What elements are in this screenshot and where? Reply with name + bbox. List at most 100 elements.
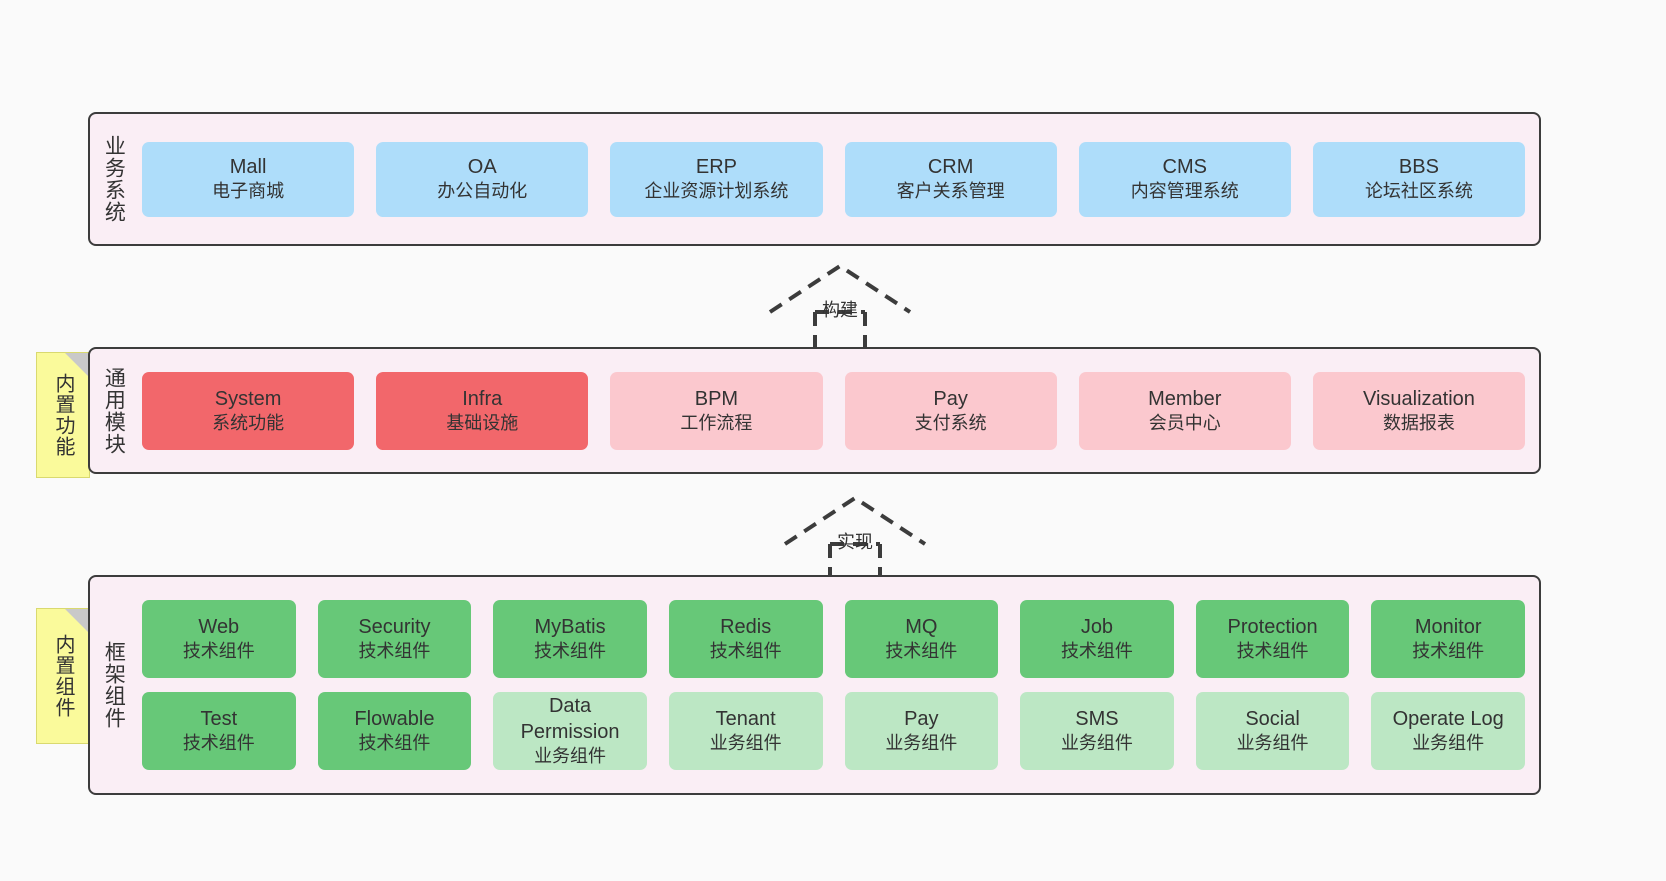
- card-mybatis[interactable]: MyBatis 技术组件: [493, 600, 647, 678]
- card-cms-subtitle: 内容管理系统: [1130, 181, 1239, 202]
- card-job-subtitle: 技术组件: [1060, 641, 1133, 662]
- card-web-title: Web: [198, 616, 240, 639]
- card-crm-subtitle: 客户关系管理: [896, 181, 1005, 202]
- framework-component-row-2: Test 技术组件 Flowable 技术组件 Data Permission …: [142, 692, 1525, 770]
- card-protection[interactable]: Protection 技术组件: [1195, 600, 1350, 678]
- card-bbs-subtitle: 论坛社区系统: [1364, 181, 1473, 202]
- card-member[interactable]: Member 会员中心: [1078, 371, 1291, 450]
- arrow-build-label: 构建: [822, 300, 858, 320]
- arrow-build: 构建: [760, 258, 920, 350]
- card-oa-subtitle: 办公自动化: [437, 181, 528, 202]
- card-erp-title: ERP: [695, 156, 737, 179]
- card-erp-subtitle: 企业资源计划系统: [644, 181, 789, 202]
- card-member-subtitle: 会员中心: [1148, 412, 1221, 433]
- card-system-title: System: [214, 387, 282, 410]
- card-test[interactable]: Test 技术组件: [142, 692, 296, 770]
- card-mq-subtitle: 技术组件: [885, 641, 958, 662]
- card-protection-title: Protection: [1227, 616, 1318, 639]
- card-tenant[interactable]: Tenant 业务组件: [668, 692, 823, 770]
- card-monitor[interactable]: Monitor 技术组件: [1371, 600, 1525, 678]
- card-data-permission[interactable]: Data Permission 业务组件: [493, 692, 647, 770]
- card-operate-log-title: Operate Log: [1392, 708, 1504, 731]
- card-bpm-subtitle: 工作流程: [680, 412, 753, 433]
- card-pay-component-subtitle: 业务组件: [885, 733, 958, 754]
- card-tenant-title: Tenant: [715, 708, 776, 731]
- card-operate-log-subtitle: 业务组件: [1412, 733, 1485, 754]
- card-system[interactable]: System 系统功能: [142, 371, 355, 450]
- layer-common-module: 通用模块 System 系统功能 Infra 基础设施 BPM 工作流程 Pay…: [88, 347, 1541, 474]
- card-social-title: Social: [1245, 708, 1300, 731]
- arrow-build-glyph: [768, 263, 912, 350]
- card-mall[interactable]: Mall 电子商城: [142, 141, 355, 217]
- card-mq-title: MQ: [905, 616, 938, 639]
- card-pay-component-title: Pay: [904, 708, 939, 731]
- card-bpm[interactable]: BPM 工作流程: [610, 371, 823, 450]
- card-bpm-title: BPM: [694, 387, 739, 410]
- card-mq[interactable]: MQ 技术组件: [844, 600, 999, 678]
- card-job[interactable]: Job 技术组件: [1020, 600, 1174, 678]
- card-security-subtitle: 技术组件: [358, 641, 431, 662]
- card-mall-title: Mall: [229, 156, 267, 179]
- card-cms[interactable]: CMS 内容管理系统: [1078, 141, 1291, 217]
- layer-business-system-label: 业务系统: [102, 135, 126, 223]
- note-builtin-function: 内置功能: [36, 352, 90, 478]
- card-flowable-title: Flowable: [354, 708, 435, 731]
- common-module-row: System 系统功能 Infra 基础设施 BPM 工作流程 Pay 支付系统…: [142, 371, 1526, 450]
- card-bbs[interactable]: BBS 论坛社区系统: [1312, 141, 1526, 217]
- card-pay-module-title: Pay: [933, 387, 968, 410]
- card-social[interactable]: Social 业务组件: [1195, 692, 1350, 770]
- card-crm-title: CRM: [927, 156, 974, 179]
- business-system-row: Mall 电子商城 OA 办公自动化 ERP 企业资源计划系统 CRM 客户关系…: [142, 141, 1526, 217]
- arrow-realize-label: 实现: [837, 532, 873, 552]
- card-sms-subtitle: 业务组件: [1060, 733, 1133, 754]
- card-redis-subtitle: 技术组件: [709, 641, 782, 662]
- card-test-title: Test: [200, 708, 238, 731]
- card-mybatis-subtitle: 技术组件: [534, 641, 607, 662]
- card-mall-subtitle: 电子商城: [212, 181, 285, 202]
- card-infra-subtitle: 基础设施: [446, 412, 519, 433]
- note-builtin-component-text: 内置组件: [52, 634, 74, 718]
- card-pay-component[interactable]: Pay 业务组件: [844, 692, 999, 770]
- card-oa[interactable]: OA 办公自动化: [376, 141, 589, 217]
- layer-common-module-label: 通用模块: [102, 366, 126, 455]
- card-web-subtitle: 技术组件: [182, 641, 255, 662]
- card-redis-title: Redis: [720, 616, 772, 639]
- note-builtin-function-text: 内置功能: [52, 373, 74, 457]
- card-tenant-subtitle: 业务组件: [709, 733, 782, 754]
- layer-framework-component-body: Web 技术组件 Security 技术组件 MyBatis 技术组件 Redi…: [136, 577, 1539, 793]
- card-crm[interactable]: CRM 客户关系管理: [844, 141, 1057, 217]
- card-monitor-title: Monitor: [1414, 616, 1482, 639]
- card-bbs-title: BBS: [1398, 156, 1439, 179]
- card-visualization[interactable]: Visualization 数据报表: [1312, 371, 1526, 450]
- card-visualization-title: Visualization: [1362, 387, 1475, 410]
- card-oa-title: OA: [467, 156, 497, 179]
- card-web[interactable]: Web 技术组件: [142, 600, 296, 678]
- layer-business-system-body: Mall 电子商城 OA 办公自动化 ERP 企业资源计划系统 CRM 客户关系…: [136, 114, 1539, 244]
- card-erp[interactable]: ERP 企业资源计划系统: [610, 141, 823, 217]
- card-infra-title: Infra: [462, 387, 503, 410]
- card-test-subtitle: 技术组件: [182, 733, 255, 754]
- layer-business-system: 业务系统 Mall 电子商城 OA 办公自动化 ERP 企业资源计划系统 CRM…: [88, 112, 1541, 246]
- card-social-subtitle: 业务组件: [1236, 733, 1309, 754]
- card-security-title: Security: [358, 616, 431, 639]
- layer-framework-component: 框架组件 Web 技术组件 Security 技术组件 MyBatis 技术组件…: [88, 575, 1541, 795]
- arrow-realize: 实现: [775, 490, 935, 582]
- card-flowable[interactable]: Flowable 技术组件: [317, 692, 472, 770]
- card-monitor-subtitle: 技术组件: [1412, 641, 1485, 662]
- card-security[interactable]: Security 技术组件: [317, 600, 472, 678]
- layer-framework-component-label: 框架组件: [102, 641, 126, 729]
- card-sms[interactable]: SMS 业务组件: [1020, 692, 1174, 770]
- card-protection-subtitle: 技术组件: [1236, 641, 1309, 662]
- card-pay-module-subtitle: 支付系统: [914, 412, 987, 433]
- card-infra[interactable]: Infra 基础设施: [376, 371, 589, 450]
- card-redis[interactable]: Redis 技术组件: [668, 600, 823, 678]
- card-pay-module[interactable]: Pay 支付系统: [844, 371, 1057, 450]
- card-mybatis-title: MyBatis: [534, 616, 606, 639]
- layer-common-module-body: System 系统功能 Infra 基础设施 BPM 工作流程 Pay 支付系统…: [136, 349, 1539, 472]
- card-operate-log[interactable]: Operate Log 业务组件: [1371, 692, 1525, 770]
- card-data-permission-subtitle: 业务组件: [534, 745, 607, 766]
- card-member-title: Member: [1148, 387, 1222, 410]
- card-system-subtitle: 系统功能: [212, 412, 285, 433]
- card-data-permission-title: Data Permission: [520, 695, 620, 743]
- note-builtin-component: 内置组件: [36, 608, 90, 744]
